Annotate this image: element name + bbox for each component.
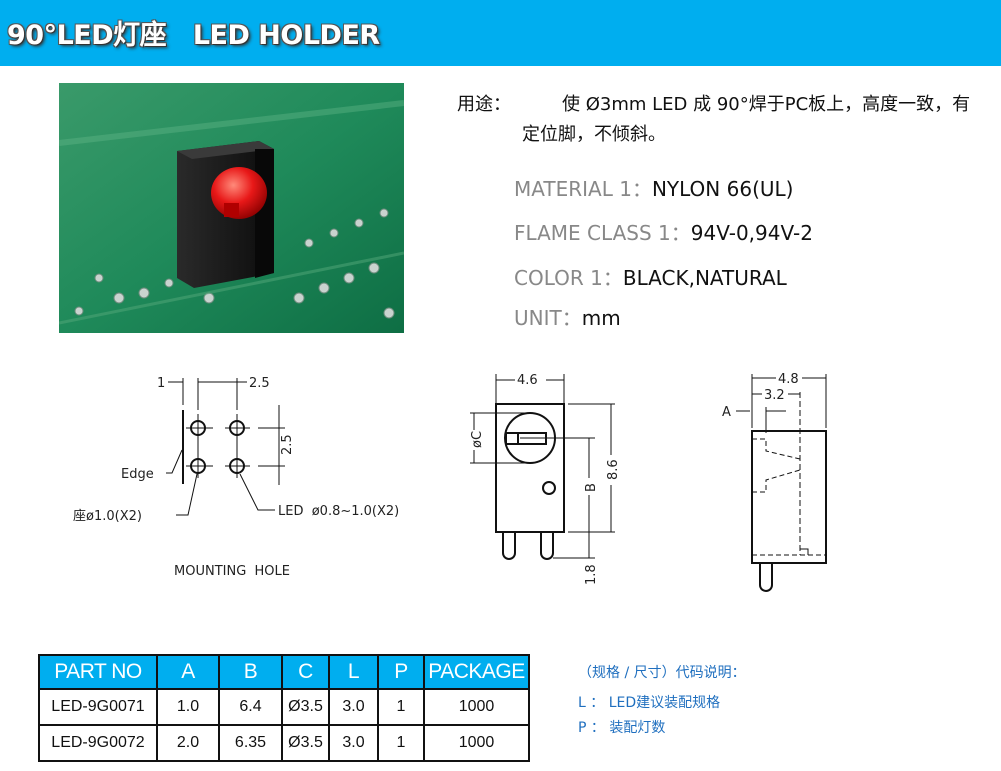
- side-a-label: A: [722, 405, 731, 420]
- header-banner: 90°LED灯座 LED HOLDER: [0, 0, 1001, 66]
- table-header-row: PART NO A B C L P PACKAGE: [38, 654, 530, 690]
- page-title: 90°LED灯座 LED HOLDER: [7, 20, 380, 51]
- spec-value: BLACK,NATURAL: [622, 266, 787, 290]
- cell: LED-9G0072: [38, 724, 158, 762]
- col-header: PART NO: [38, 654, 158, 690]
- dim-edge-label: 1: [157, 376, 165, 391]
- front-height-label: 8.6: [606, 459, 621, 480]
- usage-text-line2: 定位脚，不倾斜。: [522, 124, 666, 145]
- led-hole-label: LED ø0.8~1.0(X2): [278, 504, 399, 519]
- cell: 6.4: [218, 688, 283, 726]
- spec-value: mm: [581, 306, 621, 330]
- mounting-hole-caption: MOUNTING HOLE: [174, 564, 290, 579]
- product-photo: [59, 83, 404, 333]
- cell: 1: [377, 724, 425, 762]
- cell: 3.0: [328, 688, 379, 726]
- col-header: B: [218, 654, 283, 690]
- usage-label: 用途：: [457, 94, 511, 115]
- spec-key: FLAME CLASS 1：: [514, 221, 691, 245]
- edge-label: Edge: [121, 467, 154, 482]
- col-header: C: [281, 654, 330, 690]
- spec-material: MATERIAL 1：NYLON 66(UL): [514, 173, 793, 202]
- col-header: PACKAGE: [423, 654, 530, 690]
- cell: 1000: [423, 688, 530, 726]
- front-view-drawing: [470, 374, 615, 560]
- cell: Ø3.5: [281, 688, 330, 726]
- side-view-drawing: [736, 374, 827, 592]
- front-diameter-label: øC: [470, 431, 485, 448]
- cell: 1: [377, 688, 425, 726]
- cell: 2.0: [156, 724, 220, 762]
- spec-key: UNIT：: [514, 306, 582, 330]
- side-width-label: 4.8: [778, 372, 799, 387]
- usage-text-line1: 使 Ø3mm LED 成 90°焊于PC板上，高度一致，有: [562, 94, 971, 115]
- dim-pitch-y-label: 2.5: [280, 434, 295, 455]
- spec-value: NYLON 66(UL): [651, 177, 794, 201]
- spec-key: COLOR 1：: [514, 266, 623, 290]
- dim-pitch-x-label: 2.5: [249, 376, 270, 391]
- col-header: A: [156, 654, 220, 690]
- cell: 6.35: [218, 724, 283, 762]
- spec-value: 94V-0,94V-2: [690, 221, 813, 245]
- technical-drawings: 1 2.5 2.5 Edge 座ø1.0(X2) LED ø0.8~1.0(X2…: [73, 372, 827, 592]
- side-inner-label: 3.2: [764, 388, 785, 403]
- col-header: L: [328, 654, 379, 690]
- cell: 1.0: [156, 688, 220, 726]
- spec-color: COLOR 1：BLACK,NATURAL: [514, 262, 787, 291]
- spec-unit: UNIT：mm: [514, 302, 621, 331]
- front-b-label: B: [584, 483, 599, 492]
- cell: Ø3.5: [281, 724, 330, 762]
- cell: 3.0: [328, 724, 379, 762]
- notes-title: （规格 / 尺寸）代码说明：: [578, 665, 746, 681]
- note-p: P ： 装配灯数: [578, 720, 666, 736]
- seat-hole-label: 座ø1.0(X2): [73, 509, 142, 524]
- cell: 1000: [423, 724, 530, 762]
- spec-key: MATERIAL 1：: [514, 177, 652, 201]
- front-pin-label: 1.8: [584, 564, 599, 585]
- cell: LED-9G0071: [38, 688, 158, 726]
- col-header: P: [377, 654, 425, 690]
- note-l: L ： LED建议装配规格: [578, 695, 721, 711]
- mounting-hole-drawing: [166, 378, 285, 516]
- usage-section: 用途： 使 Ø3mm LED 成 90°焊于PC板上，高度一致，有 定位脚，不倾斜…: [457, 90, 970, 150]
- spec-flame-class: FLAME CLASS 1：94V-0,94V-2: [514, 217, 813, 246]
- front-width-label: 4.6: [517, 373, 538, 388]
